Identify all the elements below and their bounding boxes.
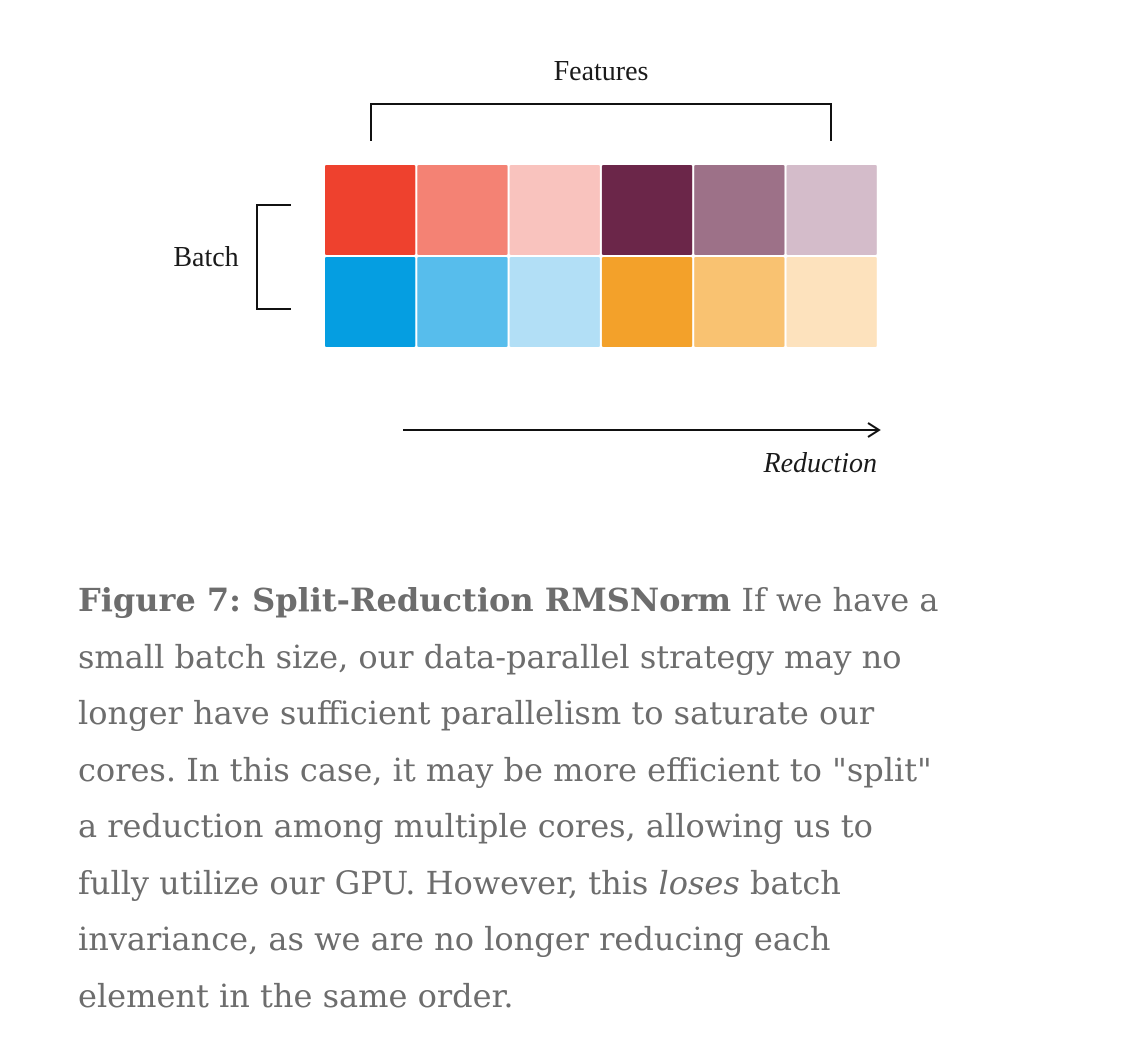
caption-emphasis: loses [658, 863, 740, 902]
split-reduction-diagram: Features Batch Reduction [173, 56, 881, 479]
grid-cell-row-2-col-6 [786, 257, 877, 347]
grid-cell-row-2-col-5 [694, 257, 785, 347]
caption-text: If we have a [731, 581, 939, 619]
batch-bracket [256, 204, 291, 310]
caption-text: a reduction among multiple cores, allowi… [78, 807, 873, 845]
grid-cell-row-2-col-2 [417, 257, 508, 347]
caption-text: batch [739, 863, 841, 902]
grid-cell-row-1-col-2 [417, 165, 508, 255]
figure-caption: Figure 7: Split-Reduction RMSNorm If we … [78, 572, 1068, 1024]
caption-text: small batch size, our data-parallel stra… [78, 637, 902, 676]
grid-cell-row-2-col-1 [325, 257, 416, 347]
figure-title: Figure 7: Split-Reduction RMSNorm [78, 581, 732, 619]
grid-cell-row-1-col-1 [325, 165, 416, 255]
features-bracket [370, 103, 832, 141]
grid-cell-row-1-col-4 [601, 165, 693, 255]
grid-cell-row-1-col-6 [786, 165, 877, 255]
grid-cell-row-2-col-4 [601, 257, 693, 347]
batch-label: Batch [173, 242, 238, 273]
grid-cell-row-1-col-3 [509, 165, 600, 255]
caption-text: element in the same order. [78, 976, 514, 1015]
reduction-label: Reduction [762, 448, 877, 479]
features-label: Features [554, 56, 649, 87]
reduction-arrowhead [867, 422, 881, 438]
caption-text: cores. In this case, it may be more effi… [78, 750, 932, 789]
grid-cell-row-1-col-5 [694, 165, 785, 255]
caption-text: longer have sufficient parallelism to sa… [78, 694, 875, 732]
grid-cell-row-2-col-3 [509, 257, 600, 347]
tensor-grid [325, 165, 877, 347]
caption-text: fully utilize our GPU. However, this [78, 863, 659, 902]
caption-text: invariance, as we are no longer reducing… [78, 920, 831, 958]
